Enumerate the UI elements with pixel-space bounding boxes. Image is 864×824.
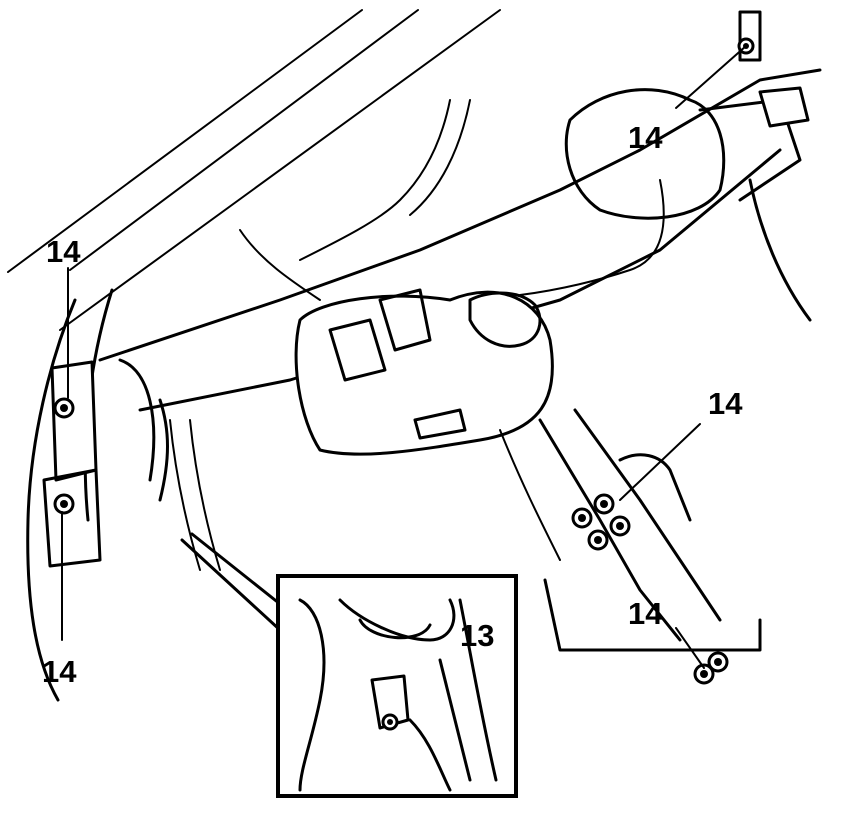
bolt-icon [381, 713, 399, 731]
bolt-icon [53, 397, 75, 419]
detail-pointer [180, 532, 282, 632]
bolt-icon [571, 507, 593, 529]
bolt-icon [587, 529, 609, 551]
callout-label: 14 [708, 386, 743, 421]
bolt-icon [693, 663, 715, 685]
callout-label: 14 [46, 234, 81, 269]
bolt-icon [707, 651, 729, 673]
heater-housing [294, 288, 554, 456]
bolt-icon [609, 515, 631, 537]
steering-column-housing [564, 10, 812, 322]
callout-label: 14 [628, 596, 663, 631]
detail-inset [276, 574, 518, 798]
callout-label: 13 [460, 618, 494, 653]
bolt-icon [53, 493, 75, 515]
callout-labels: 14 14 14 14 14 13 [42, 120, 743, 689]
left-pillar [26, 288, 114, 702]
windshield-lines [7, 9, 501, 331]
callout-label: 14 [628, 120, 663, 155]
bolt-icon [593, 493, 615, 515]
callout-label: 14 [42, 654, 77, 689]
leader-lines [61, 45, 747, 719]
bolt-heads [53, 37, 755, 685]
lower-bracket-rail [538, 408, 762, 652]
